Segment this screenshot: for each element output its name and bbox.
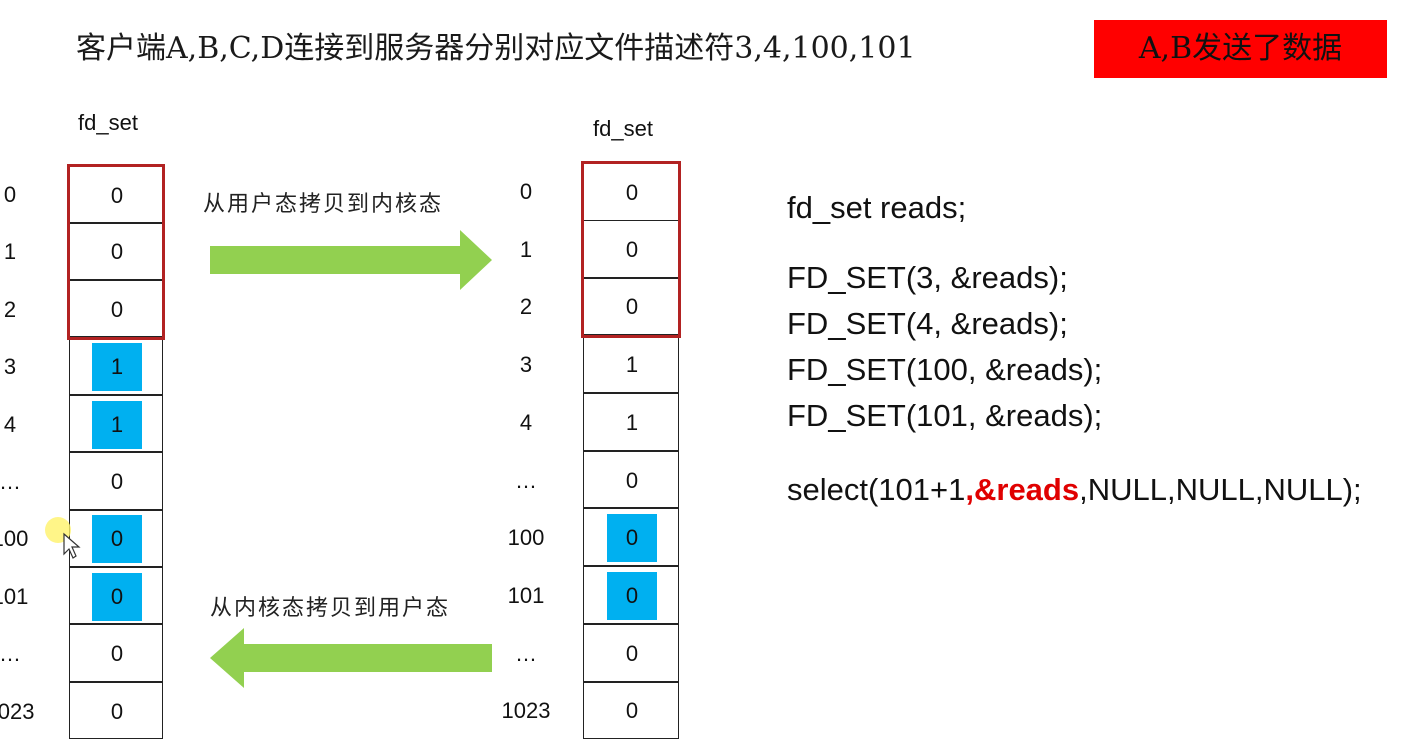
right-fdset-cell: 0 [583,450,679,509]
right-fdset-cell: 0 [583,566,679,624]
right-fdset-cell-value: 0 [625,640,639,666]
right-fdset-index: 2 [519,294,533,320]
left-fdset-index: 101 [0,583,29,609]
right-fdset-cell-value: 0 [625,236,639,262]
left-fdset-cell-value: 0 [110,296,124,322]
right-fdset-cell-value: 1 [625,409,639,435]
left-fdset-cell-value: 0 [110,468,124,494]
left-fdset-index: … [0,469,21,494]
right-fdset-cell: 0 [583,681,679,740]
right-fdset-index: 4 [519,409,533,435]
right-fdset-index: 0 [519,179,533,204]
right-fdset-cell-value: 1 [625,352,639,378]
left-fdset-index: 2 [3,296,17,322]
right-fdset-cell-value: 0 [607,571,657,620]
code-fdset-100: FD_SET(100, &reads); [787,352,1103,387]
right-fdset-cell-value: 0 [607,514,657,563]
left-fdset-index: … [0,641,21,667]
status-badge: A,B发送了数据 [1094,20,1387,78]
left-fdset-label: fd_set [78,110,138,135]
right-fdset-cell: 1 [583,335,679,394]
left-fdset-cell: 1 [69,394,163,453]
right-fdset-index: 100 [507,525,545,551]
code-select-highlight: ,&reads [965,472,1080,507]
right-fdset-index: 1 [519,236,533,262]
left-fdset-cell: 0 [69,681,163,740]
left-fdset-cell: 1 [69,337,163,395]
right-fdset-cell: 1 [583,393,679,451]
left-fdset-reserved-frame [67,164,165,341]
code-fdset-101: FD_SET(101, &reads); [787,398,1103,433]
left-fdset-index: 3 [3,354,17,380]
copy-to-user-label: 从内核态拷贝到用户态 [210,596,451,621]
right-fdset-index: 3 [519,352,533,378]
left-fdset-cell-value: 0 [110,641,124,667]
left-fdset-cell-value: 0 [110,239,124,265]
left-fdset-index: 1023 [0,698,35,724]
left-fdset-cell-value: 0 [110,182,124,208]
right-fdset-cell: 0 [583,508,679,567]
left-fdset-cell: 0 [69,452,163,510]
page-title: 客户端A,B,C,D连接到服务器分别对应文件描述符3,4,100,101 [76,31,916,66]
left-arrow-icon [210,628,492,688]
left-fdset-cell: 0 [69,567,163,625]
left-fdset-index: 100 [0,526,29,552]
right-fdset-cell-value: 0 [625,179,639,205]
right-fdset-cell-value: 0 [625,467,639,493]
left-fdset-cell-value: 1 [92,343,142,392]
left-fdset-cell-value: 0 [110,698,124,724]
right-fdset-cell: 0 [583,623,679,682]
left-fdset-index: 1 [3,239,17,265]
code-declare: fd_set reads; [787,190,967,225]
code-fdset-3: FD_SET(3, &reads); [787,260,1068,295]
mouse-cursor-icon [45,517,81,559]
right-fdset-cell-value: 0 [625,698,639,724]
left-fdset-index: 4 [3,411,17,437]
right-fdset-index: 1023 [501,698,551,724]
left-fdset-cell-value: 0 [92,572,142,621]
left-fdset-cell-value: 1 [92,400,142,449]
right-fdset-index: 101 [507,582,545,608]
copy-to-kernel-label: 从用户态拷贝到内核态 [203,192,444,217]
right-fdset-reserved-frame [581,161,681,339]
right-fdset-label: fd_set [593,116,653,141]
left-fdset-index: 0 [3,182,17,207]
code-select: select(101+1,&reads,NULL,NULL,NULL); [787,472,1362,508]
right-fdset-cell-value: 0 [625,294,639,320]
right-arrow-icon [210,230,492,290]
code-fdset-4: FD_SET(4, &reads); [787,306,1068,341]
left-fdset-cell-value: 0 [92,515,142,564]
left-fdset-cell: 0 [69,509,163,568]
right-fdset-index: … [515,467,537,493]
left-fdset-cell: 0 [69,624,163,682]
code-select-suffix: ,NULL,NULL,NULL); [1079,472,1362,507]
code-select-prefix: select(101+1 [787,472,966,507]
right-fdset-index: … [515,640,537,666]
